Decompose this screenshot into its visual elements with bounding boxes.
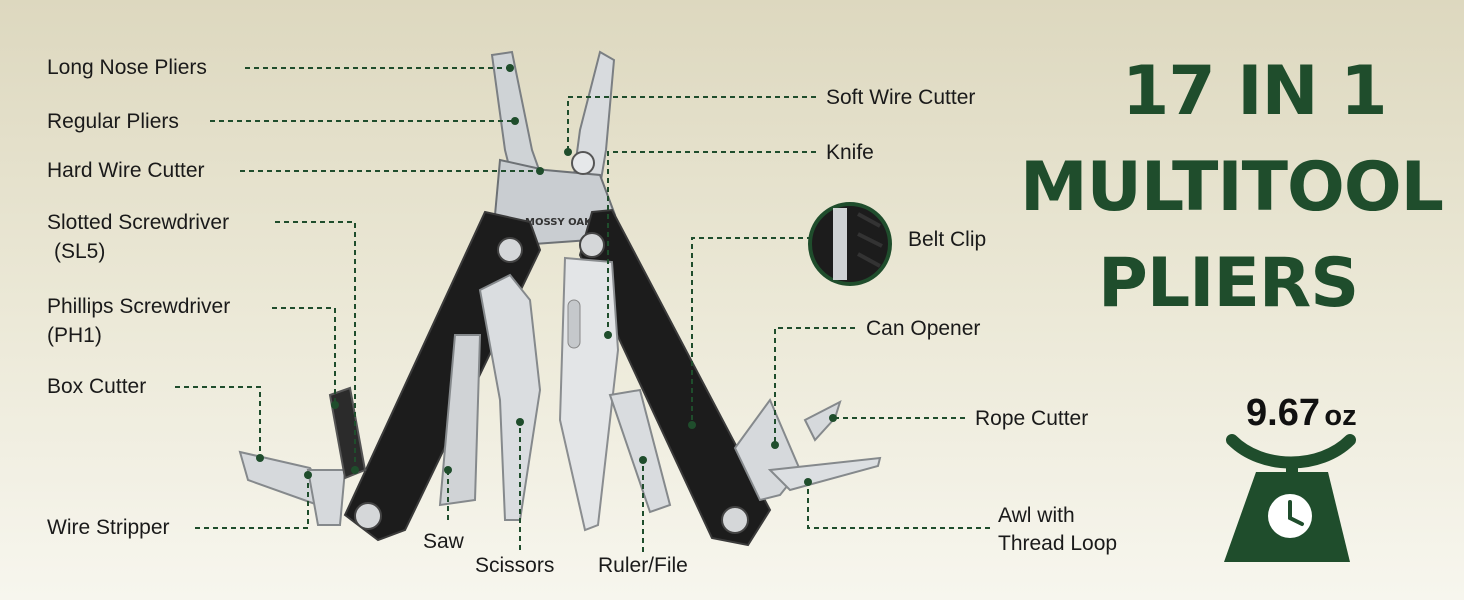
phillips-tool (328, 386, 367, 480)
label-regular-pliers: Regular Pliers (47, 110, 179, 133)
knife-blade (558, 256, 620, 532)
scissors-tool (478, 273, 542, 521)
label-saw: Saw (423, 530, 464, 553)
awl-tool (767, 456, 882, 492)
label-scissors: Scissors (475, 554, 555, 577)
label-phillips-screwdriver: Phillips Screwdriver (47, 295, 231, 318)
scale-icon (1224, 434, 1356, 562)
label-wire-stripper: Wire Stripper (47, 516, 170, 539)
right-handle (578, 208, 772, 547)
label-knife: Knife (826, 141, 874, 164)
label-ruler-file: Ruler/File (598, 554, 688, 577)
label-phillips-screwdriver-size: (PH1) (47, 324, 102, 347)
weight-value: 9.67 (1246, 392, 1320, 434)
leader-dots (256, 64, 837, 486)
title-line-3: PLIERS (1098, 244, 1359, 323)
wire-stripper-tool (306, 469, 347, 526)
label-belt-clip: Belt Clip (908, 228, 987, 251)
label-long-nose-pliers: Long Nose Pliers (47, 56, 207, 79)
title-line-2: MULTITOOL (1020, 148, 1444, 227)
title-line-1: 17 IN 1 (1122, 52, 1388, 131)
label-rope-cutter: Rope Cutter (975, 407, 1089, 430)
weight-readout: 9.67 oz (1246, 392, 1357, 435)
label-soft-wire-cutter: Soft Wire Cutter (826, 86, 976, 109)
leader-lines (175, 67, 990, 552)
saw-tool (438, 334, 482, 507)
label-slotted-screwdriver: Slotted Screwdriver (47, 211, 230, 234)
label-awl-line1: Awl with (998, 504, 1075, 527)
ruler-tool (608, 388, 672, 514)
label-can-opener: Can Opener (866, 317, 981, 340)
weight-unit: oz (1324, 400, 1357, 432)
belt-clip-image (808, 202, 892, 286)
label-hard-wire-cutter: Hard Wire Cutter (47, 159, 205, 182)
label-slotted-screwdriver-size: (SL5) (54, 240, 106, 263)
label-awl-line2: Thread Loop (998, 532, 1118, 555)
brand-stamp: MOSSY OAK (525, 217, 593, 228)
label-box-cutter: Box Cutter (47, 375, 147, 398)
